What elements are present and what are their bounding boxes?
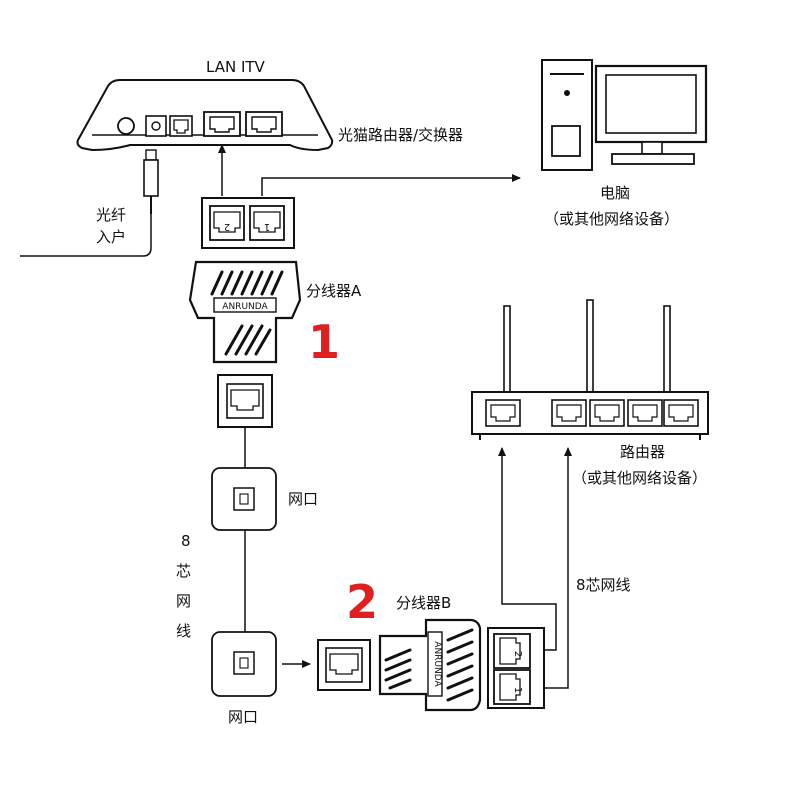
router-lan-port-icon [663,399,699,427]
splitter-b-body [378,618,482,712]
splitter-a-brand: ANRUNDA [222,302,268,312]
jack-module-bottom [317,639,371,691]
router-sub-label: （或其他网络设备） [572,469,707,487]
lan-itv-label: LAN ITV [206,58,266,76]
jack-module-top [217,374,273,428]
fiber-cable [20,149,159,257]
router-lan-port-icon [589,399,625,427]
router [471,299,709,440]
splitter-b-label: 分线器B [396,594,451,612]
cable-vertical-char-2: 芯 [176,562,191,580]
router-wan-port-icon [485,399,521,427]
splitter-a-body [188,260,302,364]
splitter-a-ports [201,197,295,249]
splitter-b-brand: ANRUNDA [432,641,442,687]
wall-port-bottom [211,631,277,697]
fiber-label-line1: 光纤 [96,206,126,224]
splitter-a-label: 分线器A [306,282,362,300]
splitter-a-port-1: 1 [264,221,270,232]
wall-port-bottom-label: 网口 [228,708,258,726]
computer-label: 电脑 [600,184,630,202]
cable-vertical-char-1: 8 [181,532,191,550]
router-lan-port-icon [551,399,587,427]
step-number-1: 1 [308,315,340,369]
power-button-icon [117,117,135,135]
optical-modem [76,79,334,152]
cable-8core-label: 8芯网线 [576,576,631,594]
cable-vertical-char-4: 线 [176,622,191,640]
splitter-a-port-2: 2 [224,221,230,232]
splitter-b-port-2: 2 [512,651,523,657]
splitter-b-port-1: 1 [512,687,523,693]
router-label: 路由器 [620,443,665,461]
router-lan-port-icon [627,399,663,427]
modem-label: 光猫路由器/交换器 [338,126,463,144]
phone-port-icon [169,115,193,137]
wall-port-top-label: 网口 [288,490,318,508]
computer-sub-label: （或其他网络设备） [544,210,679,228]
wall-port-top [211,467,277,531]
step-number-2: 2 [346,575,378,629]
computer-icon [541,59,708,171]
splitter-b-ports [487,627,545,709]
cable-vertical-char-3: 网 [176,592,191,610]
fiber-label-line2: 入户 [96,228,126,246]
